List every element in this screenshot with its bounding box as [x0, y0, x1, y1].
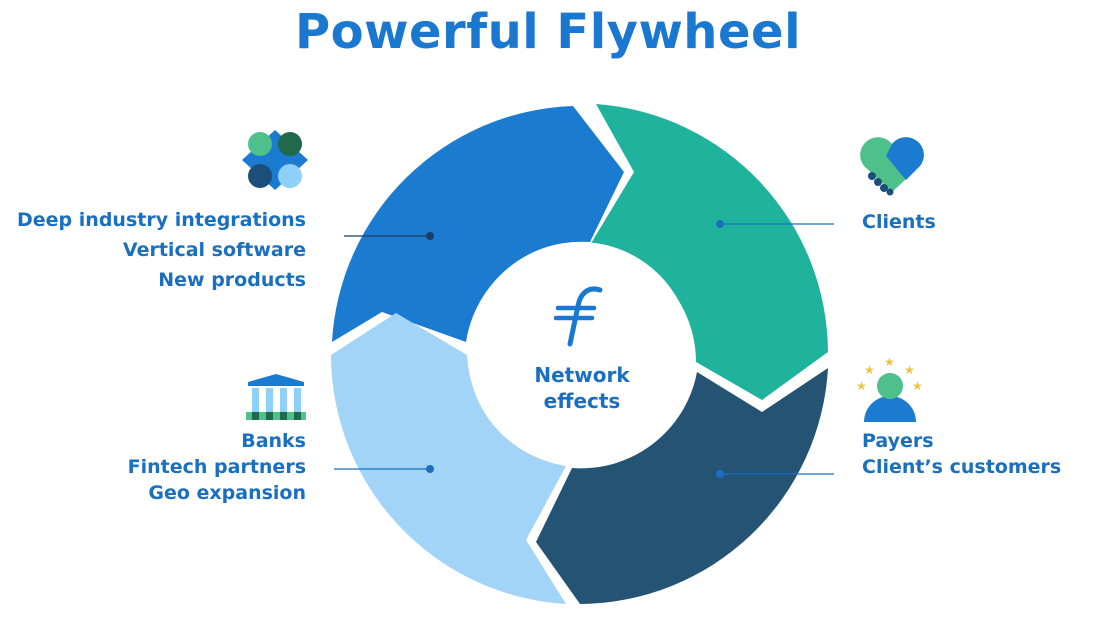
label-client-customers: Client’s customers [862, 456, 1062, 478]
label-geo-expansion: Geo expansion [148, 482, 306, 504]
flywire-logo-icon [553, 286, 603, 347]
payer-icon: ★ ★ ★ ★ ★ [856, 355, 923, 422]
connector-top-right [716, 220, 834, 228]
center-line-1: Network [534, 363, 630, 387]
center-circle [468, 242, 692, 466]
bank-icon [246, 374, 306, 420]
svg-text:★: ★ [904, 363, 915, 377]
connector-top-left [344, 232, 434, 240]
label-bottom-right: Payers Client’s customers [862, 428, 1061, 480]
center-label: Network effects [500, 362, 664, 414]
segment-bottom-left [331, 313, 566, 604]
segment-bottom-right [536, 368, 828, 604]
connector-bottom-right [716, 470, 834, 478]
segment-top-left [332, 106, 624, 342]
label-payers: Payers [862, 430, 934, 452]
label-vertical-software: Vertical software [122, 239, 306, 261]
connector-bottom-left [334, 465, 434, 473]
label-banks: Banks [241, 430, 306, 452]
page-title: Powerful Flywheel [294, 4, 802, 60]
handshake-icon [860, 137, 924, 196]
svg-text:★: ★ [912, 379, 923, 393]
label-clients: Clients [862, 211, 936, 233]
label-top-left: Deep industry integrations Vertical soft… [17, 205, 306, 295]
center-line-2: effects [543, 389, 621, 413]
segment-top-right [590, 104, 828, 400]
integrations-icon [242, 130, 308, 190]
label-deep-integrations: Deep industry integrations [17, 209, 306, 231]
svg-text:★: ★ [864, 363, 875, 377]
svg-text:★: ★ [856, 379, 867, 393]
label-new-products: New products [158, 269, 306, 291]
label-top-right: Clients [862, 207, 936, 237]
svg-text:★: ★ [884, 355, 895, 369]
label-bottom-left: Banks Fintech partners Geo expansion [128, 428, 306, 506]
label-fintech-partners: Fintech partners [127, 456, 306, 478]
